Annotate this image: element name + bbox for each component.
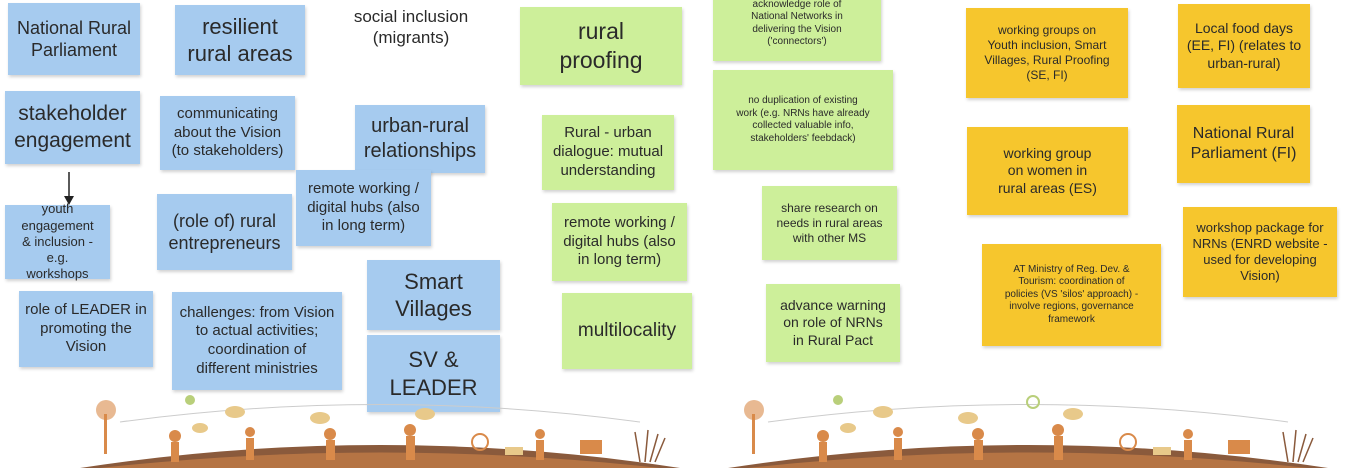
- note-communicating-vision[interactable]: communicating about the Vision (to stake…: [160, 96, 295, 170]
- note-share-research[interactable]: share research on needs in rural areas w…: [762, 186, 897, 260]
- note-at-ministry[interactable]: AT Ministry of Reg. Dev. & Tourism: coor…: [982, 244, 1161, 346]
- note-national-rural-parliament[interactable]: National Rural Parliament: [8, 3, 140, 75]
- note-advance-warning[interactable]: advance warning on role of NRNs in Rural…: [766, 284, 900, 362]
- note-smart-villages[interactable]: Smart Villages: [367, 260, 500, 330]
- note-rural-proofing[interactable]: rural proofing: [520, 7, 682, 85]
- note-working-group-women[interactable]: working group on women in rural areas (E…: [967, 127, 1128, 215]
- note-local-food-days[interactable]: Local food days (EE, FI) (relates to urb…: [1178, 4, 1310, 88]
- note-remote-working-right[interactable]: remote working / digital hubs (also in l…: [552, 203, 687, 281]
- note-workshop-package[interactable]: workshop package for NRNs (ENRD website …: [1183, 207, 1337, 297]
- note-acknowledge-role[interactable]: acknowledge role of National Networks in…: [713, 0, 881, 61]
- rural-scene-illustration: [728, 395, 1328, 468]
- rural-scene-illustration: [80, 395, 680, 468]
- note-no-duplication[interactable]: no duplication of existing work (e.g. NR…: [713, 70, 893, 170]
- note-national-rural-parliament-fi[interactable]: National Rural Parliament (FI): [1177, 105, 1310, 183]
- note-social-inclusion[interactable]: social inclusion (migrants): [353, 7, 469, 48]
- note-role-of-leader[interactable]: role of LEADER in promoting the Vision: [19, 291, 153, 367]
- down-arrow-icon: [64, 172, 74, 205]
- note-urban-rural-relationships[interactable]: urban-rural relationships: [355, 105, 485, 173]
- note-remote-working-left[interactable]: remote working / digital hubs (also in l…: [296, 170, 431, 246]
- note-rural-entrepreneurs[interactable]: (role of) rural entrepreneurs: [157, 194, 292, 270]
- note-working-groups-youth[interactable]: working groups on Youth inclusion, Smart…: [966, 8, 1128, 98]
- note-resilient-rural-areas[interactable]: resilient rural areas: [175, 5, 305, 75]
- note-sv-leader[interactable]: SV & LEADER: [367, 335, 500, 412]
- note-stakeholder-engagement[interactable]: stakeholder engagement: [5, 91, 140, 164]
- note-multilocality[interactable]: multilocality: [562, 293, 692, 369]
- note-rural-urban-dialogue[interactable]: Rural - urban dialogue: mutual understan…: [542, 115, 674, 190]
- note-challenges[interactable]: challenges: from Vision to actual activi…: [172, 292, 342, 390]
- note-youth-engagement[interactable]: youth engagement & inclusion - e.g. work…: [5, 201, 110, 281]
